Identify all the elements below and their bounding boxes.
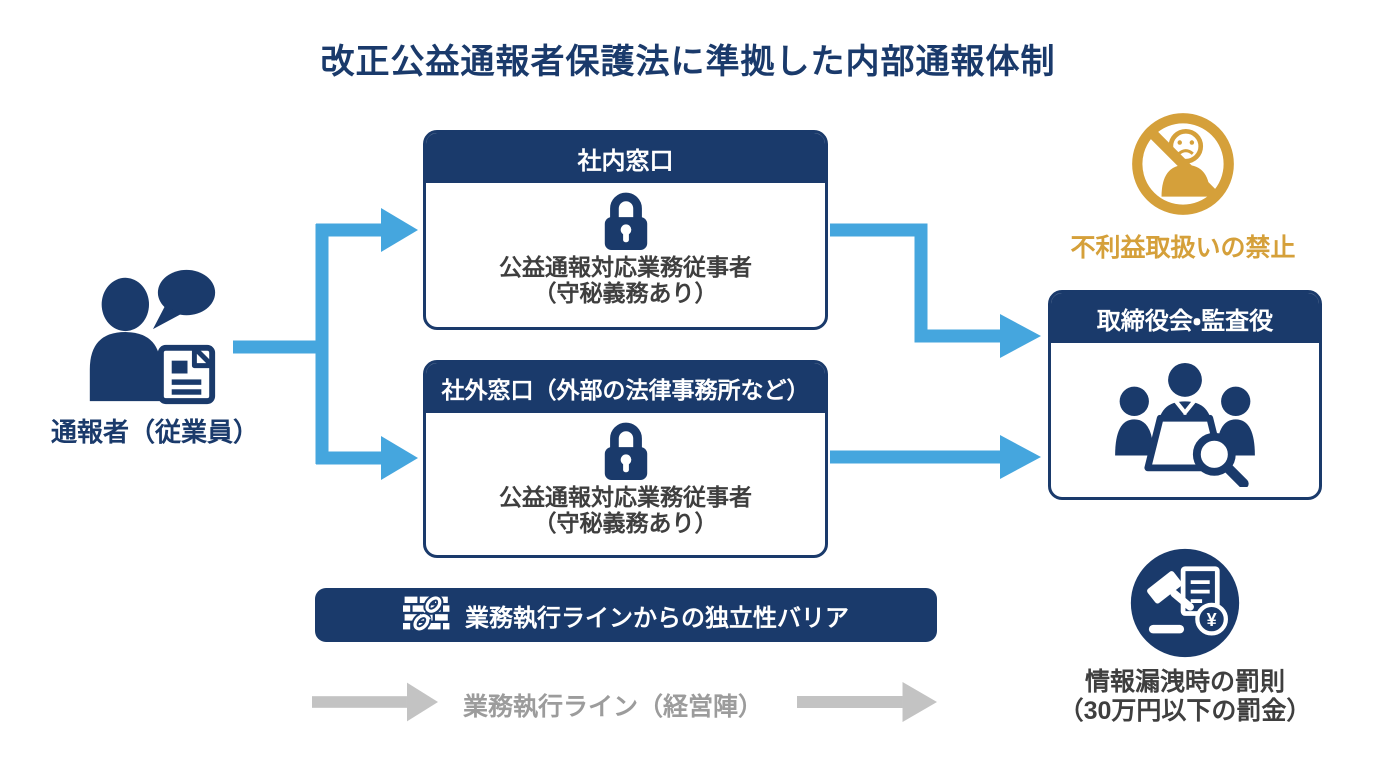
executive-line-arrow-left (312, 682, 438, 722)
document-icon (157, 344, 216, 405)
diagram-title: 改正公益通報者保護法に準拠した内部通報体制 (320, 43, 1056, 81)
board-auditors-box: 取締役会・監査役 (1048, 290, 1322, 500)
gavel-icon (1147, 571, 1194, 634)
internal-contact-header: 社内窓口 (426, 133, 825, 183)
lock-icon (604, 422, 647, 480)
gavel-document-fine-icon: ¥ (1130, 548, 1240, 658)
board-meeting-with-magnifier-icon (1115, 363, 1255, 487)
executive-line-label: 業務執行ライン（経営陣） (462, 693, 763, 721)
external-contact-body: 公益通報対応業務従事者 （守秘義務あり） (426, 413, 825, 536)
external-contact-line1: 公益通報対応業務従事者 (499, 484, 752, 510)
internal-contact-line2: （守秘義務あり） (533, 280, 718, 306)
penalty-line2: （30万円以下の罰金） (1058, 697, 1312, 725)
external-contact-header: 社外窓口（外部の法律事務所など） (426, 363, 825, 413)
prohibited-sad-person-icon (1132, 113, 1234, 215)
internal-contact-line1: 公益通報対応業務従事者 (499, 254, 752, 280)
independence-barrier-label: 業務執行ラインからの独立性バリア (465, 604, 849, 632)
reporter-icon (89, 269, 216, 405)
external-contact-box: 社外窓口（外部の法律事務所など） 公益通報対応業務従事者 （守秘義務あり） (423, 360, 828, 558)
yen-coin-icon: ¥ (1195, 602, 1228, 636)
brick-wall-broken-chain-icon (403, 595, 450, 633)
prohibition-label: 不利益取扱いの禁止 (1070, 234, 1296, 262)
penalty-line1: 情報漏洩時の罰則 (1084, 668, 1285, 696)
speech-bubble-icon (157, 269, 216, 316)
board-auditors-header: 取締役会・監査役 (1051, 293, 1319, 343)
board-auditors-body (1051, 343, 1319, 497)
penalty-label: 情報漏洩時の罰則 （30万円以下の罰金） (1028, 668, 1342, 726)
internal-contact-box: 社内窓口 公益通報対応業務従事者 （守秘義務あり） (423, 130, 828, 330)
independence-barrier-bar: 業務執行ラインからの独立性バリア (315, 588, 937, 642)
internal-contact-body: 公益通報対応業務従事者 （守秘義務あり） (426, 183, 825, 306)
magnifier-icon (1192, 432, 1249, 487)
external-contact-line2: （守秘義務あり） (533, 510, 718, 536)
yen-symbol: ¥ (1207, 610, 1217, 630)
broken-chain-icon (411, 595, 444, 633)
lock-icon (604, 192, 647, 250)
reporter-label: 通報者（従業員） (50, 417, 259, 447)
executive-line-arrow-right (797, 682, 937, 722)
